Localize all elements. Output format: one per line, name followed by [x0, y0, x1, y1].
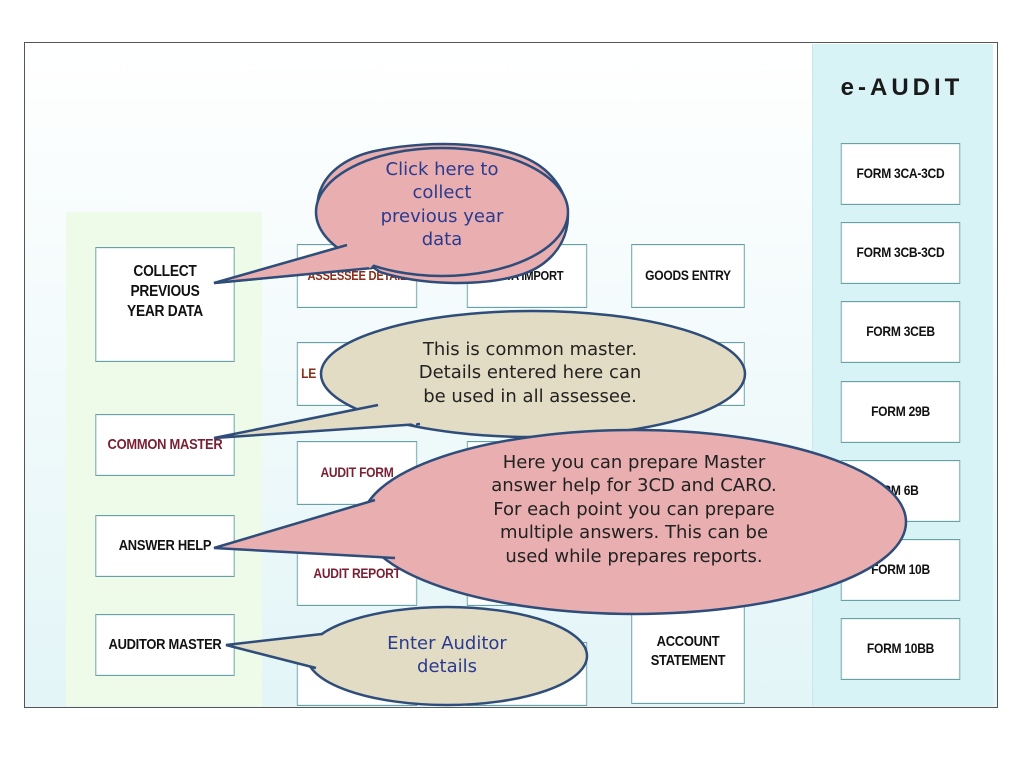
form-29b-button[interactable]: FORM 29B: [840, 381, 961, 443]
account-statement-button[interactable]: ACCOUNT STATEMENT: [631, 600, 745, 704]
form-6b-button[interactable]: RM 6B: [840, 460, 961, 522]
collect-previous-year-data-button[interactable]: COLLECT PREVIOUS YEAR DATA: [95, 247, 235, 362]
audit-report-label: AUDIT REPORT: [313, 565, 401, 582]
callout-collect-line: Click here to: [385, 159, 499, 180]
assessee-detail-label: ASSESSEE DETAIL: [307, 267, 407, 283]
auditor-master-label: AUDITOR MASTER: [108, 635, 222, 653]
audit-form-label: AUDIT FORM: [320, 464, 394, 481]
audit-report-button[interactable]: AUDIT REPORT: [296, 542, 418, 606]
form-10bb-button[interactable]: FORM 10BB: [840, 618, 961, 680]
ledger-label: LE: [301, 365, 316, 382]
form-10b-label: FORM 10B: [871, 561, 930, 578]
form-3ca-3cd-button[interactable]: FORM 3CA-3CD: [840, 143, 961, 205]
callout-answer-line: multiple answers. This can be: [499, 522, 769, 544]
data-import-label: DATA IMPORT: [490, 267, 564, 283]
form-3ceb-label: FORM 3CEB: [866, 323, 935, 340]
form-3ceb-button[interactable]: FORM 3CEB: [840, 301, 961, 363]
collect-line-1: COLLECT: [133, 263, 197, 280]
answer-help-label: ANSWER HELP: [118, 536, 212, 554]
form-3cb-3cd-label: FORM 3CB-3CD: [856, 244, 945, 261]
callout-auditor-line: details: [417, 656, 477, 678]
callout-answer-line: For each point you can prepare: [493, 498, 775, 520]
callout-collect-line: previous year: [380, 205, 504, 227]
common-master-label: COMMON MASTER: [107, 435, 223, 453]
form-3cb-3cd-button[interactable]: FORM 3CB-3CD: [840, 222, 961, 284]
callout-auditor-line: Enter Auditor: [387, 633, 507, 654]
collect-line-3: YEAR DATA: [127, 303, 203, 320]
audit-form-button[interactable]: AUDIT FORM: [296, 441, 418, 505]
callout-auditor-text: Enter Auditor details: [352, 632, 542, 679]
form-10b-button[interactable]: FORM 10B: [840, 539, 961, 601]
form-29b-label: FORM 29B: [871, 403, 930, 420]
app-title: e-AUDIT: [840, 74, 964, 101]
callout-common-line: Details entered here can: [418, 362, 642, 384]
collect-line-2: PREVIOUS: [130, 283, 200, 300]
callout-collect-line: collect: [412, 182, 472, 204]
account-statement-line-1: ACCOUNT: [656, 633, 720, 651]
answer-help-button[interactable]: ANSWER HELP: [95, 515, 235, 577]
data-import-button[interactable]: DATA IMPORT: [466, 244, 588, 308]
common-master-button[interactable]: COMMON MASTER: [95, 414, 235, 476]
callout-collect-line: data: [421, 229, 463, 251]
callout-common-line: be used in all assessee.: [423, 385, 637, 407]
callout-answer-line: Here you can prepare Master: [502, 452, 766, 473]
form-10bb-label: FORM 10BB: [866, 640, 935, 657]
form-6b-label: RM 6B: [882, 482, 919, 499]
callout-answer-line: used while prepares reports.: [505, 545, 763, 567]
callout-answer-line: answer help for 3CD and CARO.: [491, 475, 777, 497]
auditor-master-button[interactable]: AUDITOR MASTER: [95, 614, 235, 676]
callout-common-line: This is common master.: [422, 339, 638, 360]
callout-collect-text: Click here to collect previous year data: [342, 158, 542, 252]
callout-answer-help-text: Here you can prepare Master answer help …: [444, 451, 824, 568]
assessee-detail-button[interactable]: ASSESSEE DETAIL: [296, 244, 418, 308]
callout-common-master-text: This is common master. Details entered h…: [360, 338, 700, 408]
form-3ca-3cd-label: FORM 3CA-3CD: [856, 165, 945, 182]
account-statement-line-2: STATEMENT: [650, 652, 726, 669]
goods-entry-button[interactable]: GOODS ENTRY: [631, 244, 745, 308]
goods-entry-label: GOODS ENTRY: [645, 267, 731, 284]
